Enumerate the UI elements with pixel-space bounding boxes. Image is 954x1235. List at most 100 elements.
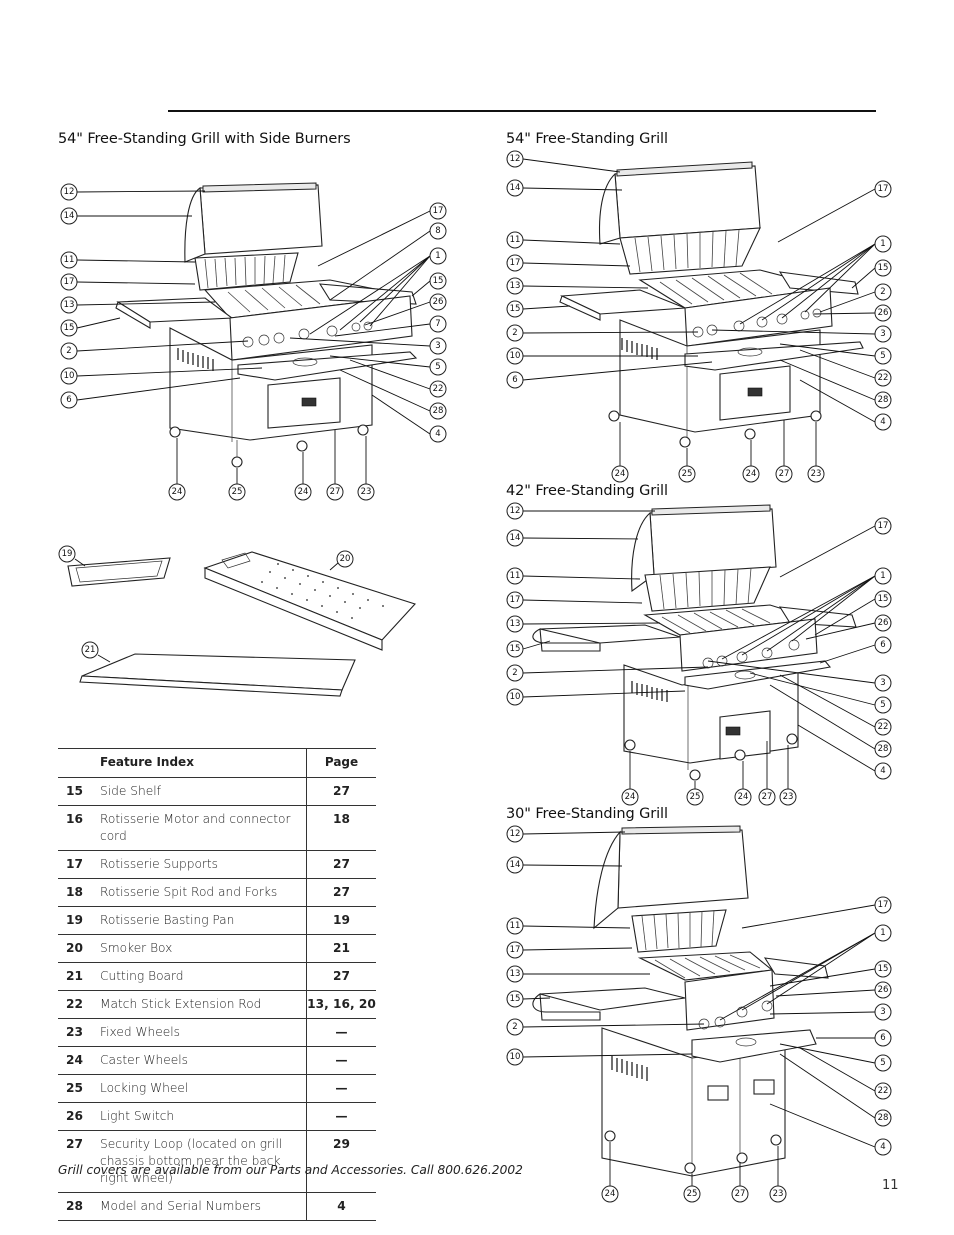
callout: 21	[81, 641, 99, 659]
callout: 11	[506, 231, 524, 249]
callout: 10	[506, 688, 524, 706]
svg-text:4: 4	[435, 429, 440, 439]
svg-text:27: 27	[735, 1189, 746, 1199]
svg-text:2: 2	[512, 1022, 517, 1032]
callout: 17	[874, 180, 892, 198]
svg-text:13: 13	[510, 619, 521, 629]
svg-text:28: 28	[878, 744, 889, 754]
grill-illustration-54	[559, 161, 864, 448]
svg-text:8: 8	[435, 226, 440, 236]
svg-text:13: 13	[64, 300, 75, 310]
callout: 4	[874, 762, 892, 780]
svg-text:23: 23	[783, 792, 794, 802]
callout: 6	[506, 371, 524, 389]
callout: 15	[429, 272, 447, 290]
svg-text:17: 17	[510, 945, 521, 955]
callout: 12	[506, 502, 524, 520]
feature-page: 19	[306, 906, 376, 935]
grill-illustration-30	[532, 825, 829, 1180]
svg-text:21: 21	[85, 645, 96, 655]
svg-text:22: 22	[433, 384, 444, 394]
callout: 24	[734, 788, 752, 806]
svg-text:2: 2	[512, 668, 517, 678]
feature-number: 27	[58, 1130, 100, 1193]
svg-text:3: 3	[880, 329, 885, 339]
callout-group-54-bottom: 24 25 24 27 23	[611, 465, 825, 483]
callout: 24	[168, 483, 186, 501]
svg-text:17: 17	[433, 206, 444, 216]
feature-number: 21	[58, 962, 100, 991]
svg-text:22: 22	[878, 1086, 889, 1096]
callout: 24	[294, 483, 312, 501]
callout: 11	[60, 251, 78, 269]
callout: 4	[874, 1138, 892, 1156]
callout: 27	[326, 483, 344, 501]
feature-page: 27	[306, 962, 376, 991]
feature-name: Rotisserie Spit Rod and Forks	[100, 878, 307, 907]
feature-page: 18	[306, 805, 376, 851]
table-header-row: Feature Index Page	[58, 748, 376, 778]
callout: 22	[874, 718, 892, 736]
svg-text:20: 20	[340, 554, 351, 564]
callout-group-accessories: 19 20 21	[58, 545, 354, 659]
callout: 26	[874, 981, 892, 999]
callout-group-30-bottom: 24 25 27 23	[601, 1185, 787, 1203]
svg-text:4: 4	[880, 766, 885, 776]
callout: 3	[874, 325, 892, 343]
feature-number: 15	[58, 777, 100, 806]
callout: 6	[60, 391, 78, 409]
callout: 17	[506, 254, 524, 272]
svg-text:26: 26	[433, 297, 444, 307]
callout: 3	[874, 674, 892, 692]
svg-text:5: 5	[435, 362, 440, 372]
diagram-30-grill: 12 14 11 17 13 15 2 10 17 1 15 26 3 6 5 …	[480, 818, 954, 1213]
svg-text:6: 6	[66, 395, 71, 405]
callout: 1	[874, 235, 892, 253]
title-42-grill: 42" Free-Standing Grill	[506, 483, 668, 499]
svg-text:25: 25	[232, 487, 243, 497]
callout: 13	[506, 277, 524, 295]
callout: 15	[874, 259, 892, 277]
svg-text:17: 17	[878, 521, 889, 531]
callout: 17	[874, 896, 892, 914]
cutting-board-illustration	[79, 653, 356, 697]
callout: 17	[506, 591, 524, 609]
svg-text:17: 17	[510, 258, 521, 268]
callout: 28	[874, 1109, 892, 1127]
column-header-page: Page	[306, 748, 376, 778]
svg-text:19: 19	[62, 549, 73, 559]
callout-group-42-left: 12 14 11 17 13 15 2 10	[506, 502, 524, 706]
svg-text:24: 24	[615, 469, 626, 479]
callout: 25	[228, 483, 246, 501]
callout: 10	[60, 367, 78, 385]
callout: 17	[506, 941, 524, 959]
feature-number: 23	[58, 1018, 100, 1047]
callout-group-30-right: 17 1 15 26 3 6 5 22 28 4	[874, 896, 892, 1156]
column-header-number	[58, 748, 100, 778]
svg-text:15: 15	[510, 304, 521, 314]
svg-text:17: 17	[64, 277, 75, 287]
callout: 3	[874, 1003, 892, 1021]
svg-text:7: 7	[435, 319, 440, 329]
callout: 2	[874, 283, 892, 301]
svg-text:15: 15	[510, 644, 521, 654]
svg-text:10: 10	[510, 692, 521, 702]
callout: 12	[60, 183, 78, 201]
feature-name: Side Shelf	[100, 777, 307, 806]
svg-text:2: 2	[880, 287, 885, 297]
column-header-feature: Feature Index	[100, 748, 307, 778]
callout-group-30-left: 12 14 11 17 13 15 2 10	[506, 825, 524, 1066]
callout: 14	[506, 179, 524, 197]
smoker-box-illustration	[203, 551, 416, 651]
svg-text:22: 22	[878, 373, 889, 383]
title-30-grill: 30" Free-Standing Grill	[506, 806, 668, 822]
callout: 4	[429, 425, 447, 443]
feature-number: 28	[58, 1192, 100, 1221]
feature-page: 27	[306, 777, 376, 806]
feature-number: 18	[58, 878, 100, 907]
callout: 22	[429, 380, 447, 398]
callout: 11	[506, 917, 524, 935]
feature-page: 21	[306, 934, 376, 963]
